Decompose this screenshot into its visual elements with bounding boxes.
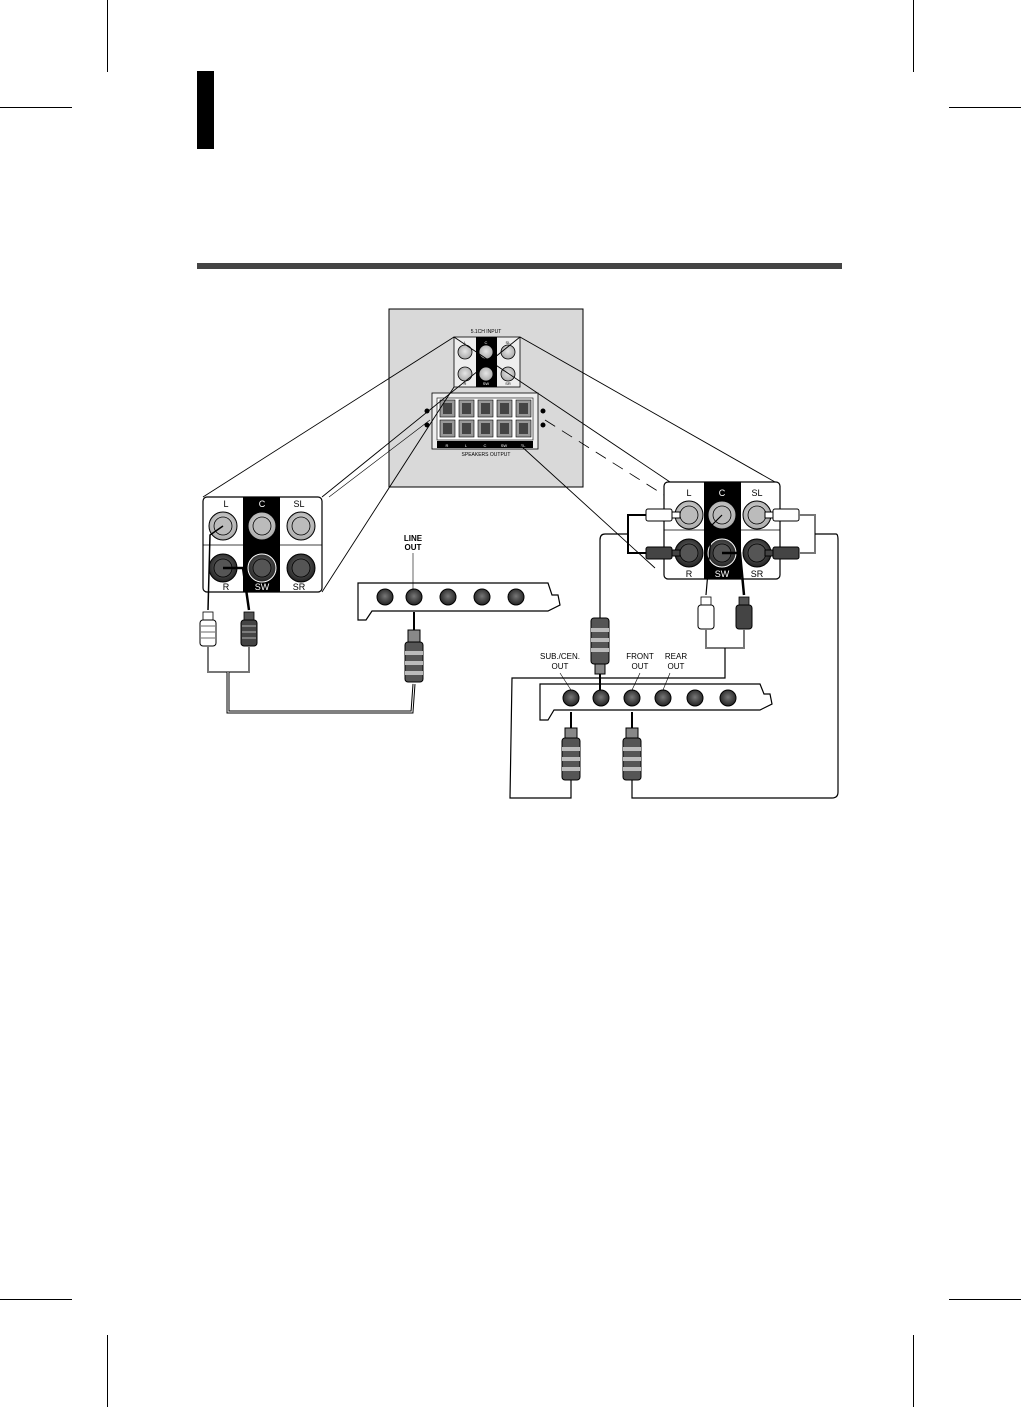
speaker-output-label: C — [484, 443, 487, 448]
rear-input-label-c: C — [485, 340, 488, 345]
front-out-jack — [592, 689, 610, 707]
rca-jack-icon — [719, 689, 737, 707]
crop-mark-top-left — [107, 0, 108, 72]
section-marker-bar — [197, 71, 214, 149]
mini-plug-icon — [622, 712, 642, 781]
left-label-sr: SR — [293, 582, 306, 592]
left-sound-card: LINE OUT — [357, 534, 561, 683]
speaker-output-label: SL — [521, 443, 527, 448]
rca-jack-icon — [376, 588, 394, 606]
rca-jack-icon — [457, 344, 473, 360]
rca-jack-icon — [473, 588, 491, 606]
left-label-l: L — [223, 499, 228, 509]
rear-input-label-sr: SR — [505, 381, 511, 386]
mini-plug-icon — [590, 617, 610, 690]
left-label-c: C — [259, 499, 266, 509]
mini-plug-icon — [561, 712, 581, 781]
output-title: SPEAKERS OUTPUT — [462, 452, 511, 458]
rca-plug-icon — [199, 611, 217, 647]
left-rca-cable — [199, 611, 416, 714]
rear-input-label-sl: SL — [506, 340, 512, 345]
rear-out-jack — [623, 689, 641, 707]
sub-cen-out-label-2: OUT — [552, 662, 569, 671]
crop-mark-top-right — [913, 0, 914, 72]
section-divider-rule — [197, 263, 842, 269]
crop-mark-left-lower — [0, 1299, 72, 1300]
left-label-sw: SW — [255, 582, 270, 592]
crop-mark-right-upper — [949, 107, 1021, 108]
speaker-terminal-slot — [443, 403, 452, 414]
rca-plug-icon — [735, 596, 753, 630]
speaker-terminal-slot — [443, 423, 452, 434]
right-rca-cable — [509, 533, 839, 799]
speaker-terminal-slot — [481, 423, 490, 434]
mini-plug-icon — [404, 612, 424, 683]
speaker-output-label: L — [465, 443, 468, 448]
rca-jack-icon — [654, 689, 672, 707]
speaker-terminal-slot — [519, 403, 528, 414]
rca-jack-icon — [686, 689, 704, 707]
rca-plug-icon — [240, 611, 258, 647]
right-label-c: C — [719, 488, 726, 498]
rca-jack-icon — [439, 588, 457, 606]
right-label-sl: SL — [751, 488, 762, 498]
front-out-label-2: OUT — [632, 662, 649, 671]
speaker-terminals: R L C SW SL SPEAKERS OUTPUT — [424, 392, 546, 458]
crop-mark-bottom-left — [107, 1335, 108, 1407]
speaker-terminal-slot — [462, 423, 471, 434]
right-label-sr: SR — [751, 569, 764, 579]
speaker-terminal-slot — [500, 423, 509, 434]
rca-plug-icon — [645, 546, 681, 560]
speaker-terminal-slot — [481, 403, 490, 414]
left-label-r: R — [223, 582, 230, 592]
crop-mark-right-lower — [949, 1299, 1021, 1300]
left-label-sl: SL — [293, 499, 304, 509]
rear-input-label-l: L — [464, 340, 467, 345]
rca-plug-icon — [764, 508, 800, 522]
front-out-label: FRONT — [626, 652, 654, 661]
line-out-label: LINE — [404, 534, 423, 543]
sub-cen-out-label: SUB./CEN. — [540, 652, 580, 661]
speaker-output-label: R — [446, 443, 449, 448]
speaker-terminal-slot — [462, 403, 471, 414]
right-sound-card: SUB./CEN. OUT FRONT OUT REAR OUT — [539, 617, 773, 781]
rca-jack-icon — [478, 366, 494, 382]
rca-jack-icon — [500, 366, 516, 382]
rear-input-label-r: R — [464, 381, 467, 386]
rear-input-label-sw: SW — [483, 381, 490, 386]
sub-cen-out-jack — [562, 689, 580, 707]
right-rca-inset: L C SL R SW SR — [627, 481, 816, 596]
rca-plug-icon — [645, 508, 681, 522]
rear-out-label-2: OUT — [668, 662, 685, 671]
left-rca-inset: L C SL R SW SR — [202, 496, 323, 611]
speaker-terminal-slot — [500, 403, 509, 414]
speaker-terminal-slot — [519, 423, 528, 434]
speaker-output-label: SW — [501, 443, 508, 448]
crop-mark-bottom-right — [913, 1335, 914, 1407]
crop-mark-left-upper — [0, 107, 72, 108]
right-label-sw: SW — [715, 569, 730, 579]
line-out-label-2: OUT — [405, 543, 422, 552]
rca-jack-icon — [457, 366, 473, 382]
zoom-guide-lines — [202, 336, 776, 593]
rca-plug-icon — [697, 596, 715, 630]
right-label-l: L — [686, 488, 691, 498]
input-title: 5.1CH INPUT — [471, 329, 502, 335]
right-label-r: R — [686, 569, 693, 579]
rca-jack-icon — [507, 588, 525, 606]
rca-jack-icon — [478, 344, 494, 360]
line-out-jack — [405, 588, 423, 606]
rear-out-label: REAR — [665, 652, 687, 661]
